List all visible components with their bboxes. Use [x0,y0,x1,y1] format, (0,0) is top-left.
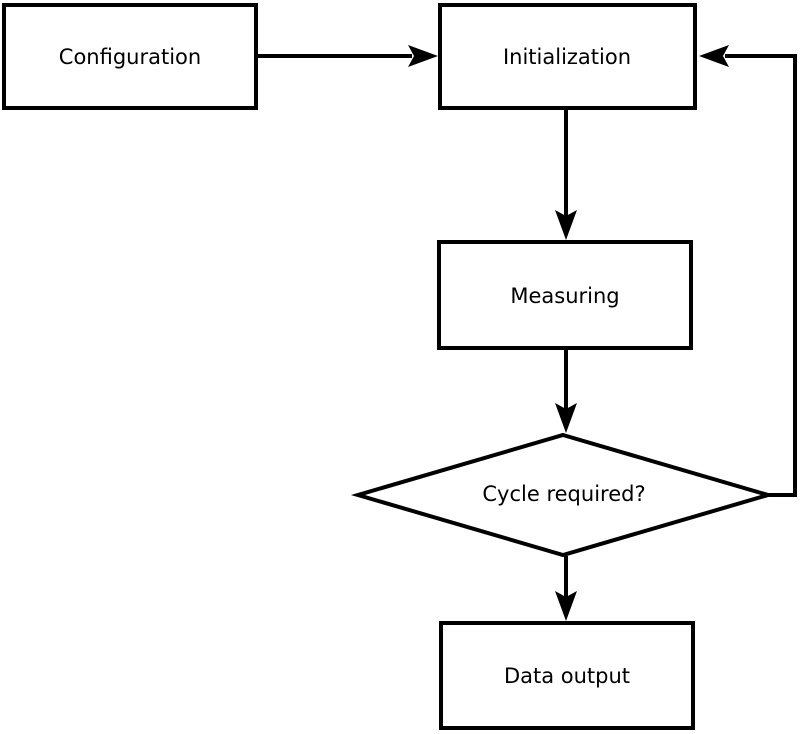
node-cycle-required-label: Cycle required? [482,482,645,506]
node-configuration: Configuration [2,3,258,110]
node-cycle-required: Cycle required? [350,432,776,558]
arrowhead-left-icon [699,45,729,67]
arrowhead-right-icon [408,45,438,67]
node-data-output-box [439,621,695,730]
edge-measuring-to-cycle-required [555,350,577,433]
edge-configuration-to-initialization [258,45,438,67]
arrowhead-down-icon [555,210,577,240]
edge-cycle-required-to-data-output [555,556,577,621]
node-data-output: Data output [439,621,695,730]
node-initialization-box [438,3,697,110]
arrowhead-down-icon [555,403,577,433]
node-initialization: Initialization [438,3,697,110]
node-configuration-box [2,3,258,110]
node-initialization-label: Initialization [503,45,631,69]
node-data-output-label: Data output [504,664,630,688]
node-cycle-required-diamond [350,432,776,558]
node-measuring-box [437,240,693,350]
node-measuring-label: Measuring [510,284,619,308]
edge-cycle-required-to-initialization-loop [699,45,797,497]
edge-initialization-to-measuring [555,110,577,240]
node-measuring: Measuring [437,240,693,350]
node-configuration-label: Configuration [59,45,201,69]
arrowhead-down-icon [555,591,577,621]
edge-cycle-required-to-initialization-line [725,54,797,497]
